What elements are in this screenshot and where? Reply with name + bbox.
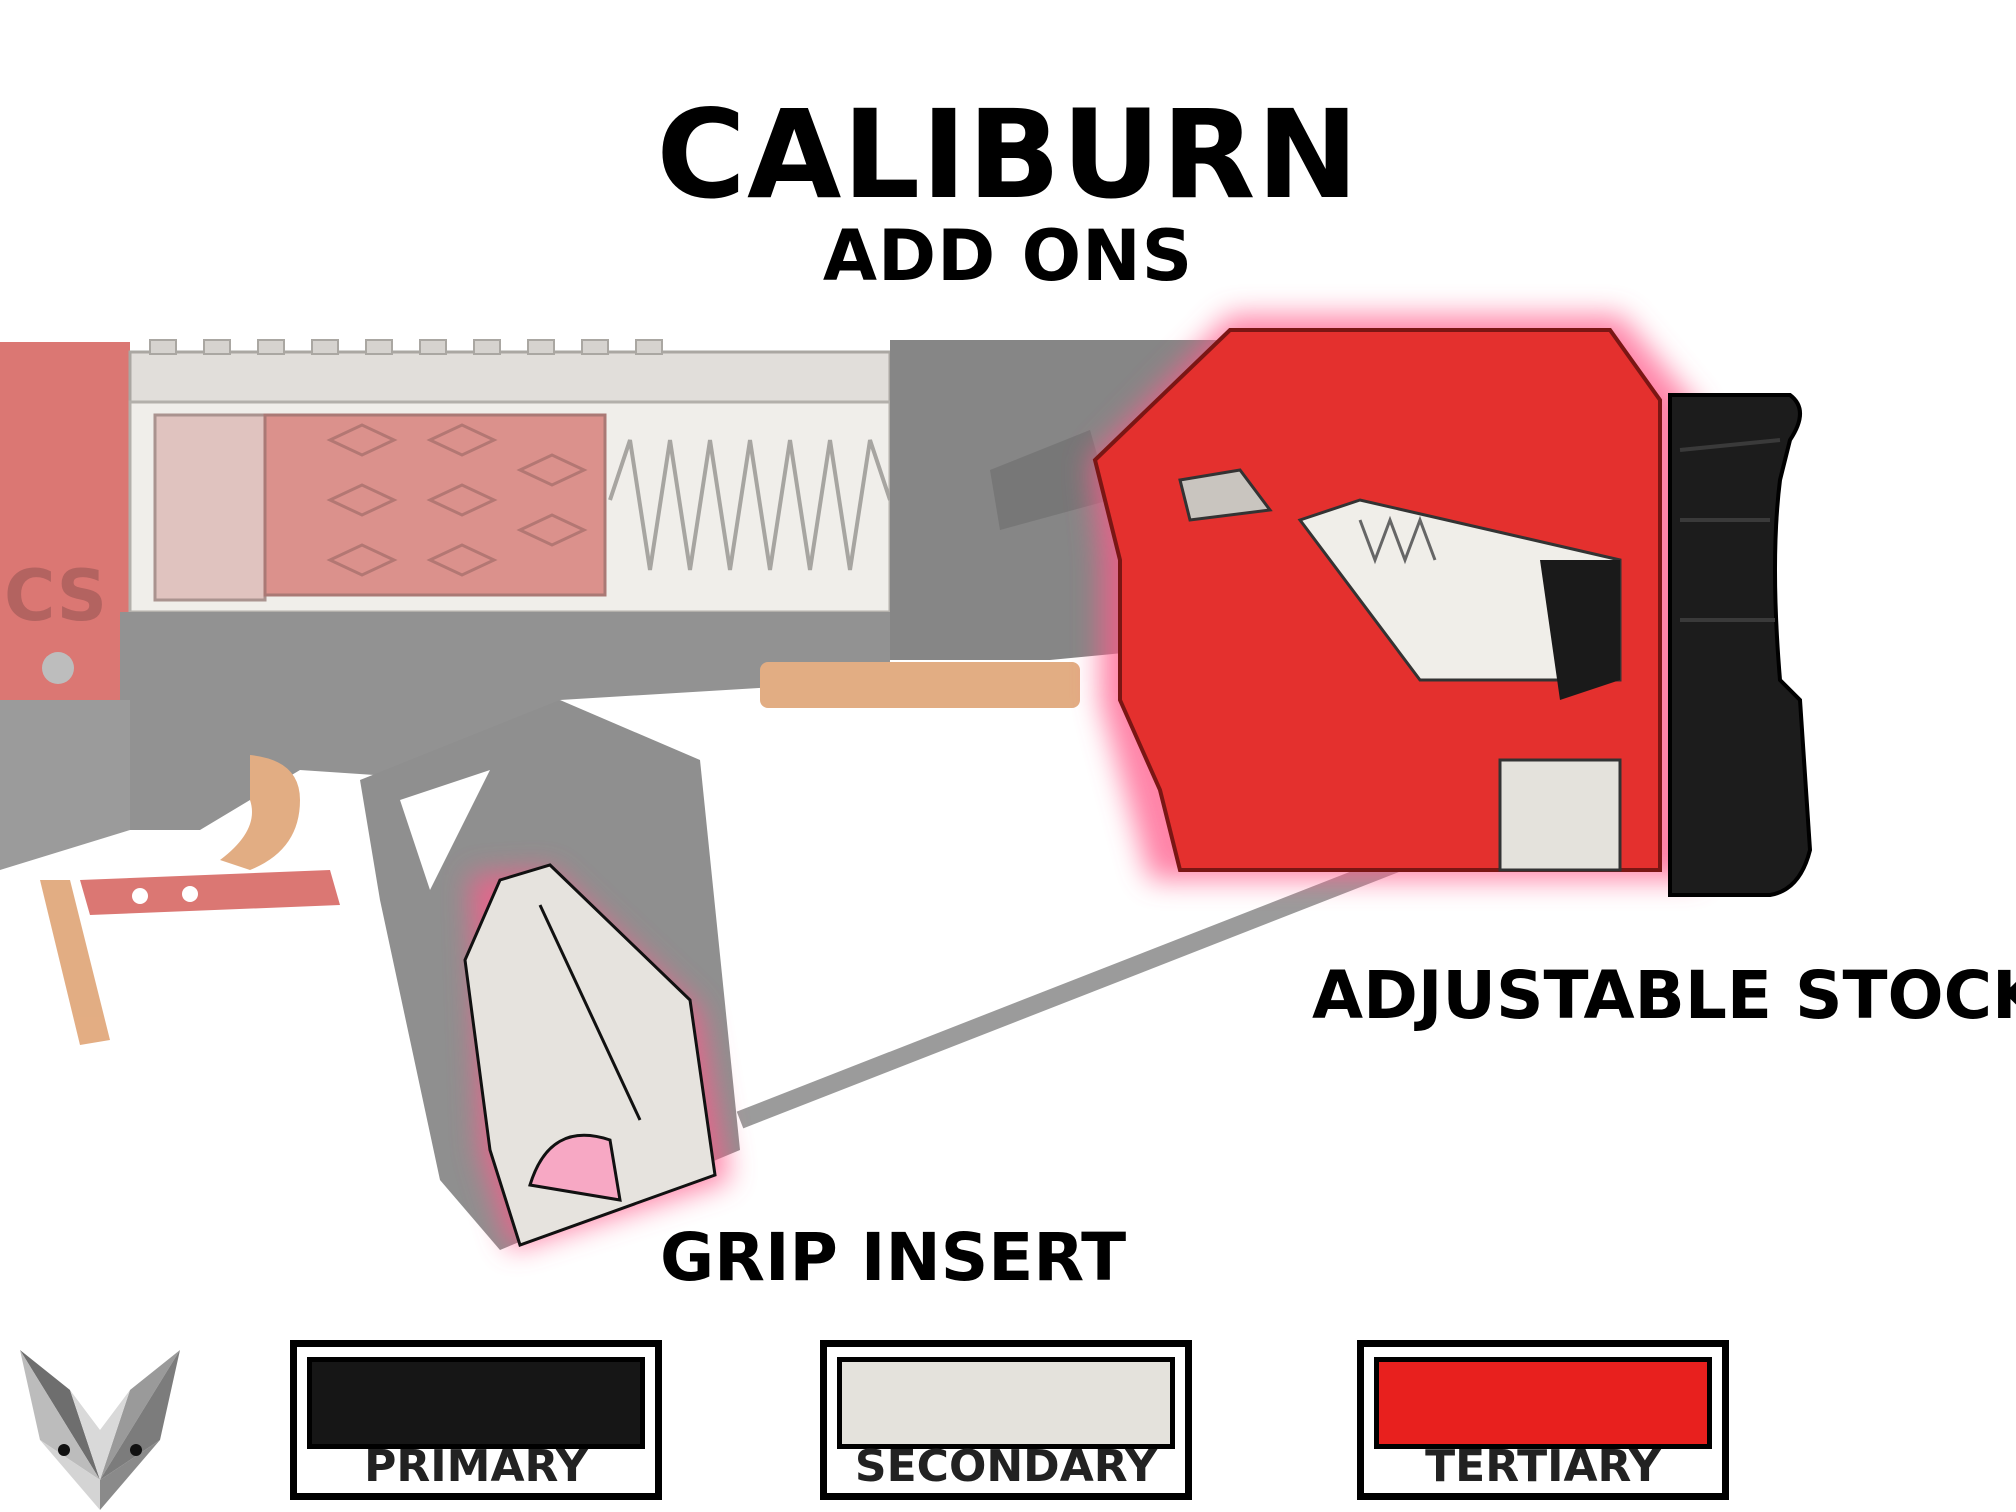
- legend-secondary-label: SECONDARY: [854, 1441, 1158, 1492]
- legend-secondary: SECONDARY: [820, 1340, 1192, 1500]
- legend-tertiary-label: TERTIARY: [1425, 1441, 1661, 1492]
- legend-tertiary-color: [1374, 1357, 1712, 1449]
- svg-text:CS: CS: [4, 555, 107, 637]
- butt-pad: [1668, 393, 1813, 897]
- main-spring: [608, 439, 892, 571]
- page-title: CALIBURN: [656, 84, 1360, 226]
- fox-head-icon: [20, 1350, 180, 1510]
- page-subtitle: ADD ONS: [822, 215, 1194, 297]
- lower-frame: [120, 612, 890, 830]
- legend-secondary-color: [837, 1357, 1175, 1449]
- legend-primary-label: PRIMARY: [364, 1441, 588, 1492]
- plunger-head: [263, 413, 607, 597]
- legend-tertiary: TERTIARY: [1357, 1340, 1729, 1500]
- blaster-body: CS: [0, 339, 1524, 1250]
- rail-accessory: [760, 662, 1080, 708]
- top-rail: [128, 350, 892, 404]
- legend-primary-color: [307, 1357, 645, 1449]
- plunger-tube: [153, 413, 267, 602]
- trigger: [220, 755, 300, 870]
- grip-insert-label: GRIP INSERT: [660, 1219, 1127, 1296]
- trigger-link: [80, 870, 340, 915]
- grip-insert: [463, 863, 717, 1247]
- adjustable-stock-part: [1092, 328, 1813, 897]
- adjustable-stock-label: ADJUSTABLE STOCK: [1312, 957, 2016, 1034]
- legend-primary: PRIMARY: [290, 1340, 662, 1500]
- front-receiver: [0, 342, 130, 702]
- grip-insert-part: [463, 863, 717, 1247]
